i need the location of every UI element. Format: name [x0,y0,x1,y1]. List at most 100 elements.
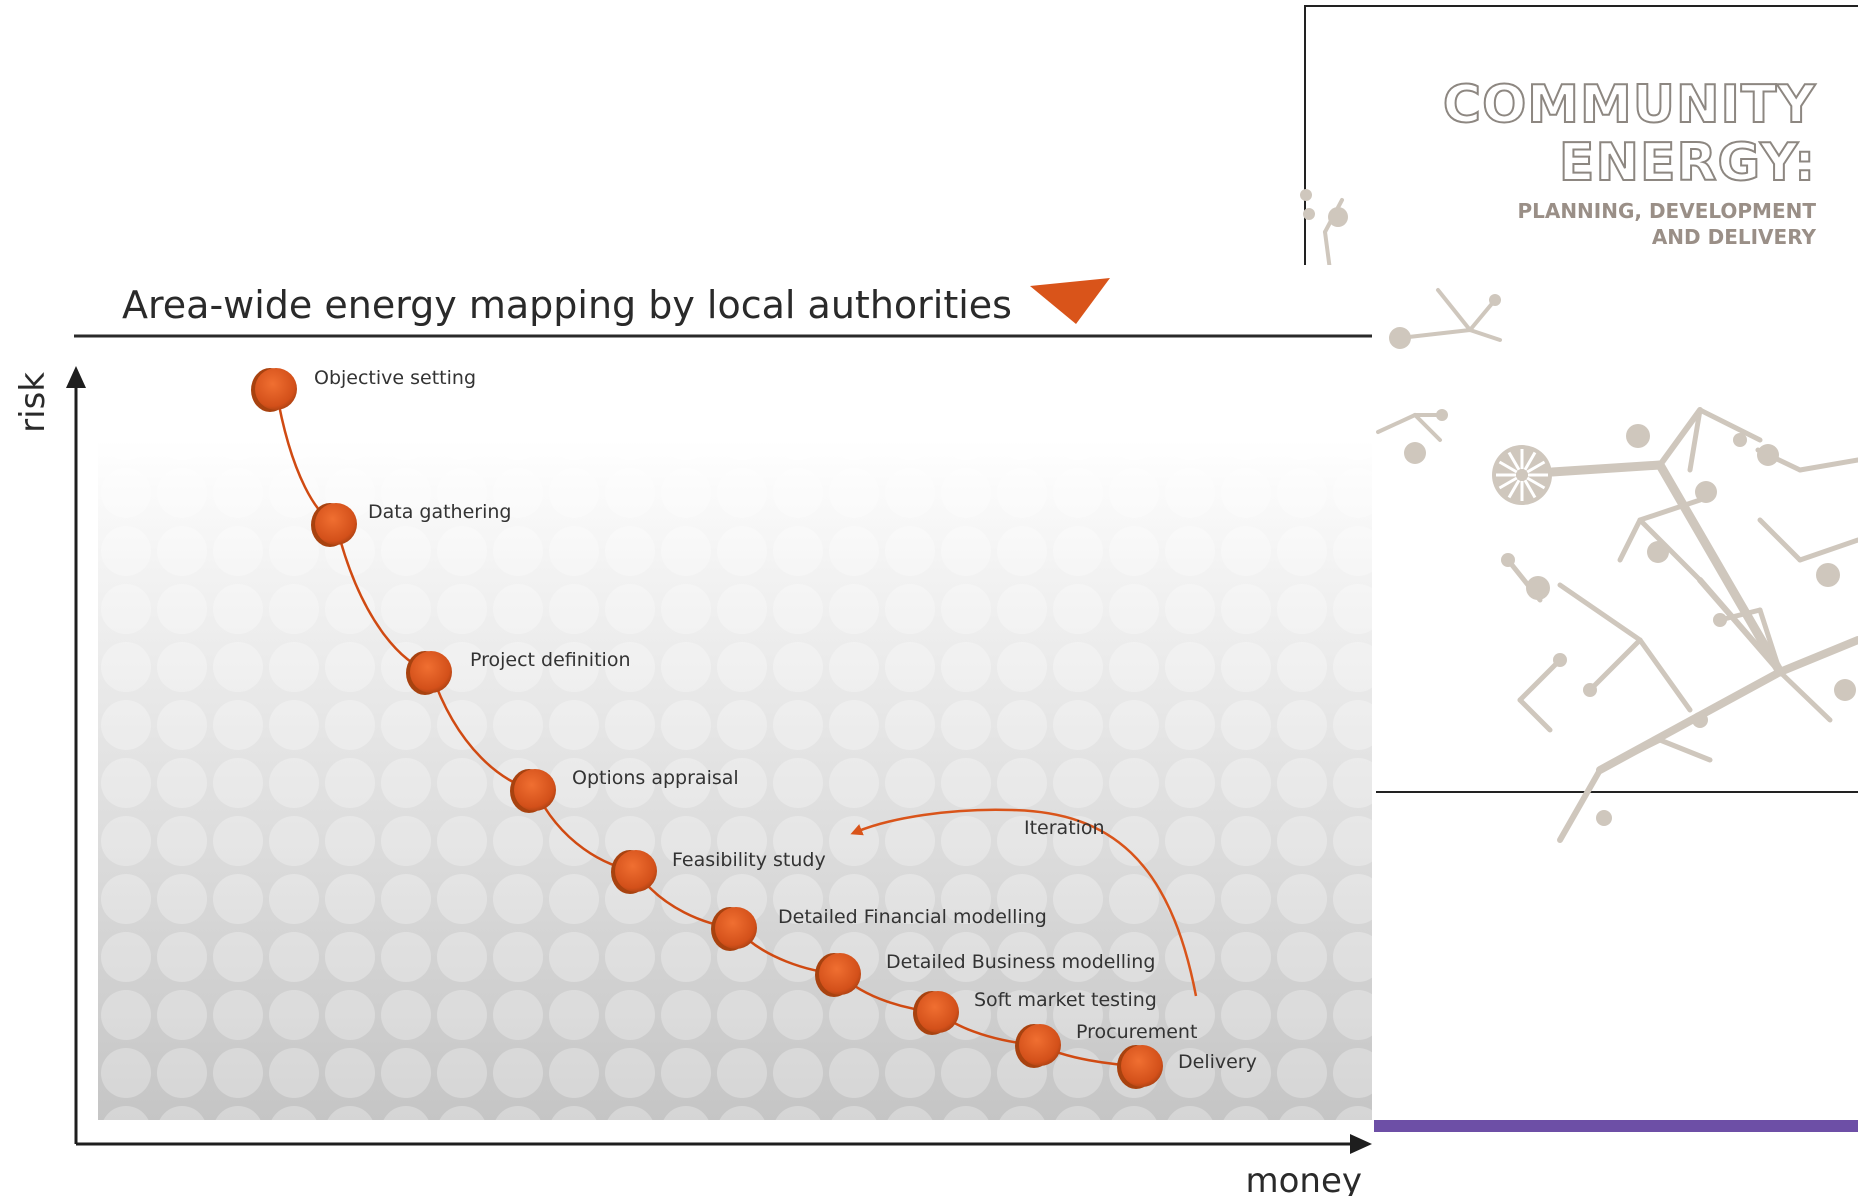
cover-node [1526,576,1550,600]
stage-label: Detailed Business modelling [886,951,1155,973]
cover-branch [1757,517,1803,563]
cover-node [1713,613,1727,627]
footer-bar [1374,1120,1858,1132]
y-axis-arrow-icon [66,366,86,388]
cover-node [1733,433,1747,447]
stage-node [1019,1024,1061,1066]
cover-branch [1557,767,1603,843]
cover-branch [1547,460,1665,477]
stage-node [410,651,452,693]
cover-sunburst-ray [1498,476,1518,490]
cover-sunburst-ray [1507,451,1521,471]
x-axis-arrow-icon [1350,1134,1372,1154]
cover-node [1489,294,1501,306]
cover-node [1501,553,1515,567]
stage-label: Data gathering [368,501,511,523]
cover-branch [1587,637,1643,693]
cover-branch [1617,517,1643,563]
stage-node [715,907,757,949]
cover-branch [1637,497,1703,523]
cover-frame [1304,5,1858,793]
cover-sunburst-ray [1498,460,1518,474]
cover-subtitle: PLANNING, DEVELOPMENT AND DELIVERY [1396,198,1816,250]
cover-node [1436,409,1448,421]
stage-node [917,991,959,1033]
cover-node [1692,712,1708,728]
stage-label: Project definition [470,649,630,671]
diagram-title: Area-wide energy mapping by local author… [122,283,1012,327]
cover-sunburst-ray [1526,476,1546,490]
cover-branch [1376,413,1417,434]
cover-subtitle-line2: AND DELIVERY [1651,225,1816,249]
cover-branch [1413,413,1442,442]
cover-node [1303,208,1315,220]
cover-branch [1797,457,1858,473]
x-axis-label: money [1245,1161,1362,1196]
cover-node [1553,653,1567,667]
cover-branch [1637,517,1703,583]
cover-node [1695,481,1717,503]
cover-branch [1468,328,1502,342]
cover-sunburst-ray [1523,479,1537,499]
stage-label: Detailed Financial modelling [778,906,1047,928]
cover-branch [1557,582,1643,643]
stage-label: Objective setting [314,367,476,389]
cover-node [1757,444,1779,466]
cover-branch [1517,697,1553,733]
cover-node [1583,683,1597,697]
cover-subtitle-line1: PLANNING, DEVELOPMENT [1517,199,1816,223]
stage-node [1121,1045,1163,1087]
stage-node [315,503,357,545]
cover-branch [1637,637,1693,713]
y-axis-label: risk [13,372,53,433]
cover-branch [1687,407,1703,473]
cover-title-line2: ENERGY: [1558,133,1816,193]
cover-branch [1657,407,1703,468]
stage-label: Delivery [1178,1051,1257,1073]
cover-artwork [1300,189,1858,843]
cover-title-line1: COMMUNITY [1442,75,1816,135]
iteration-arrow [850,808,1198,997]
stage-label: Options appraisal [572,767,739,789]
iteration-label: Iteration [1024,817,1105,839]
cover-branch [1655,460,1785,677]
cover-node [1389,327,1411,349]
cover-branch [1517,657,1563,703]
cover-node [1596,810,1612,826]
cover-node [1834,679,1856,701]
stage-node [514,769,556,811]
cover-node [1328,207,1348,227]
cover-branch [1323,230,1332,272]
cover-sunburst-ray [1523,451,1537,471]
cover-branch [1468,298,1497,332]
stage-node [615,850,657,892]
cover-branch [1657,737,1713,763]
cover-sunburst-ray [1507,479,1521,499]
title-triangle-icon [1030,278,1110,324]
cover-sunburst-ray [1526,460,1546,474]
cover-branch [1597,737,1663,773]
cover-branch [1398,328,1472,340]
cover-branch [1436,288,1472,332]
cover-sunburst [1492,445,1552,505]
stage-label: Soft market testing [974,989,1157,1011]
cover-title: COMMUNITY ENERGY: [1396,75,1816,193]
cover-branch [1697,577,1783,675]
cover-branch [1697,407,1763,443]
cover-node [1300,189,1312,201]
cover-node [1626,424,1650,448]
cover-branch [1797,537,1858,563]
cover-node [1647,541,1669,563]
cover-branch [1777,669,1833,723]
cover-node [1816,563,1840,587]
cover-branch [1776,636,1858,676]
stage-node [255,368,297,410]
diagram-dot-texture [98,440,1372,1120]
cover-node [1404,442,1426,464]
stage-label: Procurement [1076,1021,1197,1043]
cover-branch [1757,607,1783,675]
stage-node [819,953,861,995]
stage-label: Feasibility study [672,849,826,871]
